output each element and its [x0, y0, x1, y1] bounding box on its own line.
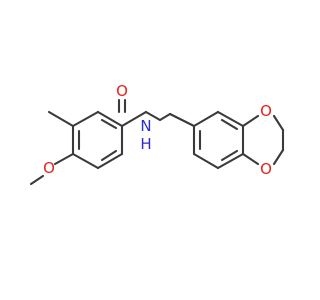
- bond: [120, 110, 148, 128]
- bond: [168, 112, 196, 128]
- bond: [192, 152, 220, 170]
- bond: [216, 152, 245, 170]
- bond: [47, 110, 75, 128]
- bond: [272, 114, 285, 132]
- bond: [220, 149, 239, 162]
- bond: [96, 110, 124, 128]
- bond: [71, 110, 100, 128]
- bond: [96, 152, 124, 170]
- bond: [216, 110, 245, 128]
- bond: [144, 110, 162, 122]
- atom-label-o-dioxole-top: O: [260, 102, 272, 120]
- bond: [71, 152, 100, 170]
- bond-layer: [29, 98, 285, 186]
- bond: [192, 110, 220, 128]
- bond: [29, 174, 45, 186]
- atom-label-n-amide: N: [140, 117, 151, 135]
- bond: [220, 118, 239, 131]
- bond: [100, 118, 118, 130]
- bond: [241, 152, 260, 166]
- atom-label-o-dioxole-bottom: O: [260, 160, 272, 178]
- bond: [158, 112, 172, 122]
- atom-label-o-methoxy: O: [43, 159, 55, 177]
- bond: [100, 149, 118, 162]
- bond: [241, 114, 260, 128]
- bond: [272, 148, 285, 166]
- atom-label-o-carbonyl: O: [116, 82, 128, 100]
- atom-label-h-amide: H: [140, 135, 151, 153]
- bond: [53, 152, 75, 166]
